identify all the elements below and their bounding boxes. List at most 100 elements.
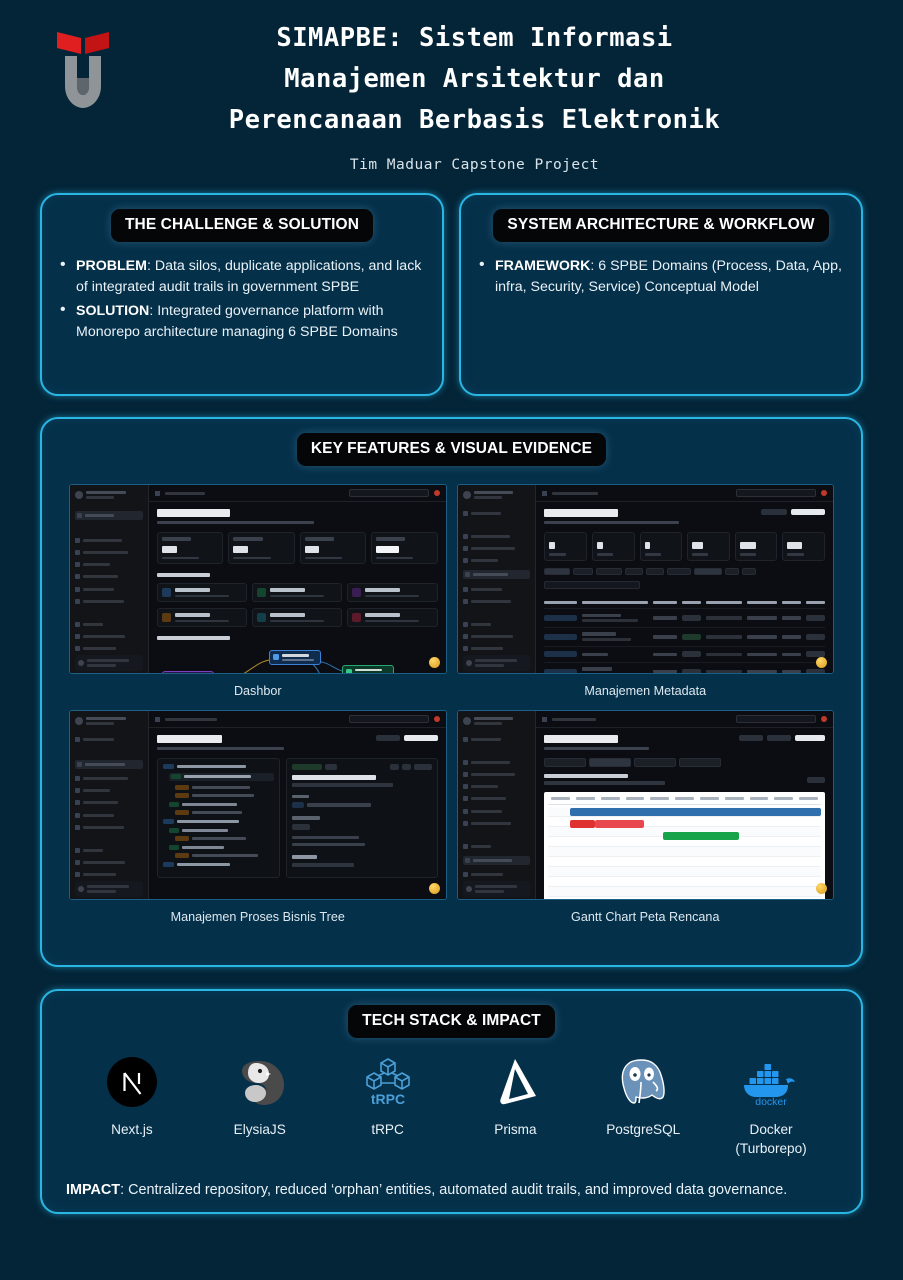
workflow-node[interactable] xyxy=(342,664,395,673)
avatar[interactable] xyxy=(816,657,827,668)
sidebar-item[interactable] xyxy=(462,856,531,866)
sidebar-item[interactable] xyxy=(462,646,531,652)
sidebar-user[interactable] xyxy=(75,880,143,897)
primary-button[interactable] xyxy=(791,509,825,515)
filter-tab[interactable] xyxy=(725,568,740,576)
filter-tab[interactable] xyxy=(646,568,665,576)
tree-node[interactable] xyxy=(168,801,274,807)
sidebar-item[interactable] xyxy=(75,812,143,818)
sidebar-item[interactable] xyxy=(75,759,143,769)
gantt-chart[interactable] xyxy=(544,791,825,899)
sidebar-item[interactable] xyxy=(75,847,143,853)
sidebar-item[interactable] xyxy=(75,872,143,878)
sidebar-item[interactable] xyxy=(462,808,531,814)
search-input[interactable] xyxy=(348,489,429,497)
notification-icon[interactable] xyxy=(433,490,440,496)
gantt-bar[interactable] xyxy=(570,819,595,828)
sidebar-item[interactable] xyxy=(462,634,531,640)
filter-tab[interactable] xyxy=(625,568,644,576)
view-tab[interactable] xyxy=(544,758,587,768)
tree-node[interactable] xyxy=(162,764,274,770)
avatar[interactable] xyxy=(428,657,440,668)
view-tab[interactable] xyxy=(589,758,632,768)
tree-node[interactable] xyxy=(174,836,274,842)
table-search-input[interactable] xyxy=(544,581,640,590)
tree-node[interactable] xyxy=(168,844,274,850)
sidebar-item[interactable] xyxy=(462,545,531,551)
sidebar-item[interactable] xyxy=(75,510,143,520)
sidebar-item[interactable] xyxy=(75,788,143,794)
tree-node[interactable] xyxy=(174,784,274,790)
sidebar-item[interactable] xyxy=(462,533,531,539)
screenshot-thumbnail-gantt[interactable] xyxy=(456,710,834,900)
sidebar-user[interactable] xyxy=(462,654,531,671)
sidebar-item[interactable] xyxy=(462,736,531,742)
gantt-bar[interactable] xyxy=(570,807,821,816)
domain-tile[interactable] xyxy=(347,583,438,603)
tree-node[interactable] xyxy=(168,827,274,833)
sidebar-item[interactable] xyxy=(75,549,143,555)
sidebar-item[interactable] xyxy=(75,574,143,580)
domain-tile[interactable] xyxy=(156,583,248,603)
tree-node[interactable] xyxy=(174,793,274,799)
sidebar-user[interactable] xyxy=(75,654,143,671)
domain-tile[interactable] xyxy=(252,608,343,628)
sidebar-item[interactable] xyxy=(75,860,143,866)
sidebar-item[interactable] xyxy=(462,843,531,849)
notification-icon[interactable] xyxy=(821,716,827,722)
secondary-button[interactable] xyxy=(767,735,791,741)
gantt-options-button[interactable] xyxy=(807,776,825,783)
sidebar-item[interactable] xyxy=(462,510,531,516)
screenshot-thumbnail-dashboard[interactable] xyxy=(69,484,447,674)
avatar[interactable] xyxy=(816,883,827,894)
sidebar-item[interactable] xyxy=(462,558,531,564)
sidebar-item[interactable] xyxy=(462,784,531,790)
domain-tile[interactable] xyxy=(347,608,438,628)
tree-node[interactable] xyxy=(162,818,274,824)
avatar[interactable] xyxy=(428,883,440,894)
notification-icon[interactable] xyxy=(433,716,440,722)
view-tab[interactable] xyxy=(679,758,722,768)
search-input[interactable] xyxy=(736,489,816,497)
search-input[interactable] xyxy=(736,715,816,723)
notification-icon[interactable] xyxy=(821,490,827,496)
screenshot-thumbnail-proses-bisnis[interactable] xyxy=(69,710,447,900)
tree-node[interactable] xyxy=(174,810,274,816)
filter-tab[interactable] xyxy=(694,568,723,576)
tree-node-selected[interactable] xyxy=(168,772,275,781)
sidebar-item[interactable] xyxy=(462,820,531,826)
table-row[interactable] xyxy=(544,663,825,673)
sidebar-item[interactable] xyxy=(462,759,531,765)
sidebar-item[interactable] xyxy=(75,800,143,806)
search-input[interactable] xyxy=(348,715,429,723)
gantt-bar[interactable] xyxy=(662,831,740,840)
tree-node[interactable] xyxy=(162,861,274,867)
filter-tab[interactable] xyxy=(667,568,692,576)
sidebar-item[interactable] xyxy=(75,562,143,568)
sidebar-item[interactable] xyxy=(462,796,531,802)
sidebar-user[interactable] xyxy=(462,880,531,897)
sidebar-item[interactable] xyxy=(462,771,531,777)
sidebar-item[interactable] xyxy=(75,775,143,781)
domain-tile[interactable] xyxy=(252,583,343,603)
screenshot-thumbnail-metadata[interactable] xyxy=(456,484,834,674)
filter-tab[interactable] xyxy=(544,568,571,576)
sidebar-item[interactable] xyxy=(462,570,531,580)
sidebar-item[interactable] xyxy=(75,598,143,604)
filter-tab[interactable] xyxy=(573,568,594,576)
secondary-button[interactable] xyxy=(739,735,763,741)
filter-tab[interactable] xyxy=(596,568,623,576)
sidebar-item[interactable] xyxy=(462,872,531,878)
sidebar-item[interactable] xyxy=(75,736,143,742)
sidebar-item[interactable] xyxy=(75,537,143,543)
gantt-bar[interactable] xyxy=(594,819,644,828)
sidebar-item[interactable] xyxy=(462,621,531,627)
primary-button[interactable] xyxy=(403,735,438,741)
sidebar-item[interactable] xyxy=(75,824,143,830)
tree-node[interactable] xyxy=(174,853,274,859)
domain-tile[interactable] xyxy=(156,608,248,628)
table-row[interactable] xyxy=(544,609,825,628)
secondary-button[interactable] xyxy=(375,735,400,741)
primary-button[interactable] xyxy=(795,735,825,741)
table-row[interactable] xyxy=(544,647,825,663)
